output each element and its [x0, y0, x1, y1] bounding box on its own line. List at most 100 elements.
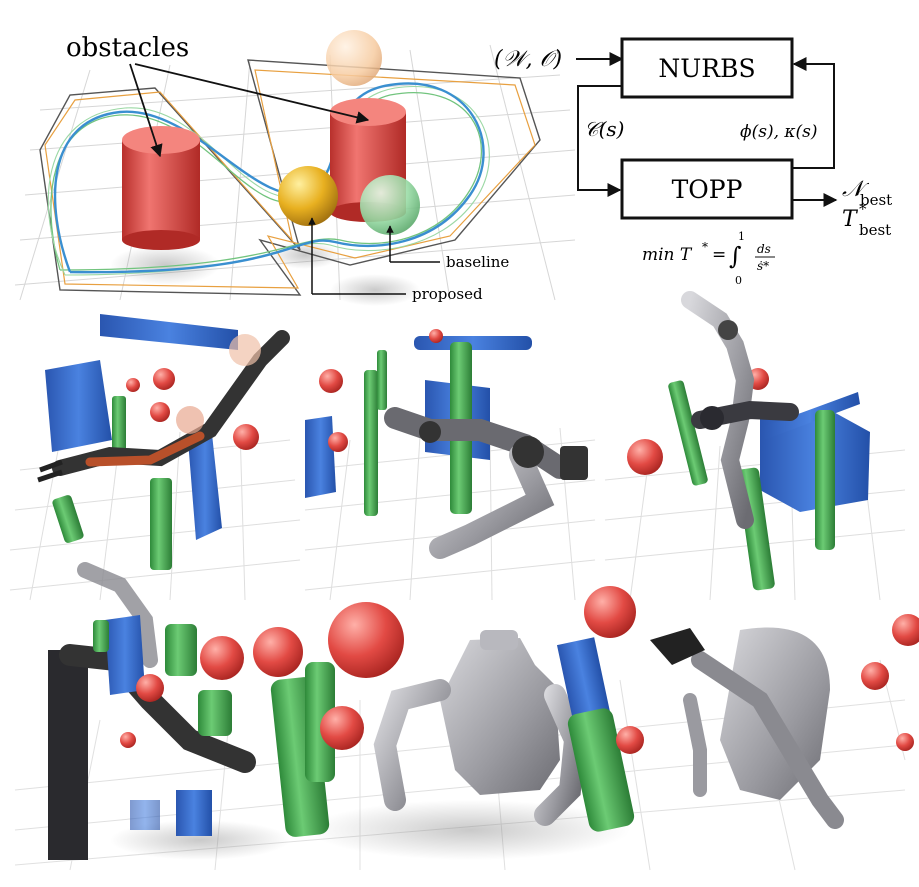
robot-arm — [534, 684, 587, 826]
green-cylinder — [112, 396, 126, 456]
robot-arm — [691, 651, 844, 829]
red-sphere — [627, 439, 663, 475]
green-cylinder — [165, 624, 197, 676]
gripper — [37, 459, 63, 483]
robot-arm — [681, 291, 755, 529]
green-cylinder — [668, 380, 708, 486]
svg-text:best: best — [859, 221, 891, 239]
red-sphere — [861, 662, 889, 690]
svg-text:=: = — [712, 245, 726, 265]
gripper — [560, 446, 588, 480]
humanoid-neck — [480, 630, 518, 650]
joint — [512, 436, 544, 468]
proposed-label: proposed — [412, 285, 483, 303]
scene-bottom-wide — [14, 562, 919, 871]
green-cylinder — [93, 620, 109, 652]
svg-text:best: best — [860, 191, 892, 209]
curve-label: 𝒞(s) — [584, 117, 624, 141]
green-cylinder — [364, 370, 378, 516]
blue-box — [45, 360, 112, 452]
obstacles-arrow-left — [129, 63, 163, 158]
scene-arm-3 — [604, 291, 906, 601]
scene-arm-1 — [9, 314, 301, 601]
baseline-label: baseline — [446, 253, 509, 271]
red-sphere — [896, 733, 914, 751]
svg-text:T: T — [842, 207, 859, 232]
input-label: (𝒲, 𝒪) — [494, 47, 562, 72]
red-sphere — [126, 378, 140, 392]
red-sphere — [153, 368, 175, 390]
green-cylinder — [305, 662, 335, 782]
red-sphere — [328, 602, 404, 678]
red-sphere — [150, 402, 170, 422]
curve-arrow — [577, 85, 622, 197]
shadow — [110, 245, 220, 285]
red-sphere — [892, 614, 919, 646]
feedback-arrow — [792, 57, 835, 169]
scene-arm-2 — [304, 329, 596, 601]
joint — [419, 421, 441, 443]
red-cylinder-left — [122, 126, 200, 250]
svg-text:min T: min T — [642, 245, 693, 265]
nurbs-label: NURBS — [658, 54, 755, 83]
blue-box — [305, 416, 336, 498]
svg-text:0: 0 — [735, 274, 742, 287]
robot-column — [48, 650, 88, 860]
robot-arm — [683, 693, 707, 797]
trajectory-green-2 — [47, 86, 490, 276]
green-cylinder — [150, 478, 172, 570]
svg-text:*: * — [859, 200, 867, 218]
blue-box — [176, 790, 212, 836]
ghost-joint — [229, 334, 261, 366]
humanoid-torso — [440, 638, 560, 795]
shadow — [330, 274, 420, 306]
ghost-joint — [176, 406, 204, 434]
proposed-sphere — [278, 166, 338, 226]
svg-text:*: * — [702, 240, 708, 254]
red-sphere — [136, 674, 164, 702]
control-polygon-orange — [44, 69, 536, 289]
red-sphere — [429, 329, 443, 343]
topp-label: TOPP — [672, 175, 743, 204]
control-polygon-gray — [39, 59, 541, 296]
path-comparison-panel: obstacles baseline proposed — [14, 30, 576, 306]
t-best-output: T * best — [842, 200, 891, 239]
green-cylinder — [377, 350, 387, 410]
optimization-flow-diagram: (𝒲, 𝒪) NURBS TOPP 𝒞(s) ϕ(s), κ(s) 𝒩 best… — [494, 37, 892, 287]
ghost-orange-sphere — [326, 30, 382, 86]
baseline-sphere — [360, 175, 420, 235]
robot-arm — [373, 679, 451, 811]
robot-arm — [52, 330, 290, 476]
svg-text:ds: ds — [757, 242, 771, 256]
joint — [700, 406, 724, 430]
red-sphere — [200, 636, 244, 680]
green-cylinder — [52, 495, 84, 543]
nurbs-box — [620, 37, 794, 99]
green-cylinder — [815, 410, 835, 550]
red-sphere — [253, 627, 303, 677]
red-sphere — [120, 732, 136, 748]
red-sphere — [319, 369, 343, 393]
blue-pillar — [188, 434, 222, 540]
blue-bar — [100, 314, 238, 350]
svg-text:1: 1 — [738, 230, 745, 243]
trajectory-proposed-blue — [53, 82, 485, 274]
n-best-output: 𝒩 best — [842, 177, 892, 209]
blue-box — [105, 615, 145, 695]
gripper — [650, 628, 705, 665]
obstacles-arrow-right — [134, 63, 370, 124]
integral-sign: ∫ — [729, 242, 742, 270]
blue-bar — [414, 336, 532, 350]
obstacles-label: obstacles — [66, 33, 189, 63]
joint — [718, 320, 738, 340]
svg-text:ṡ*: ṡ* — [757, 259, 769, 273]
red-sphere — [584, 586, 636, 638]
blue-bar — [760, 392, 860, 440]
topp-box — [620, 158, 794, 220]
red-sphere — [233, 424, 259, 450]
feedback-label: ϕ(s), κ(s) — [740, 122, 818, 142]
red-sphere — [320, 706, 364, 750]
trajectory-green-1 — [50, 92, 483, 271]
red-sphere — [616, 726, 644, 754]
